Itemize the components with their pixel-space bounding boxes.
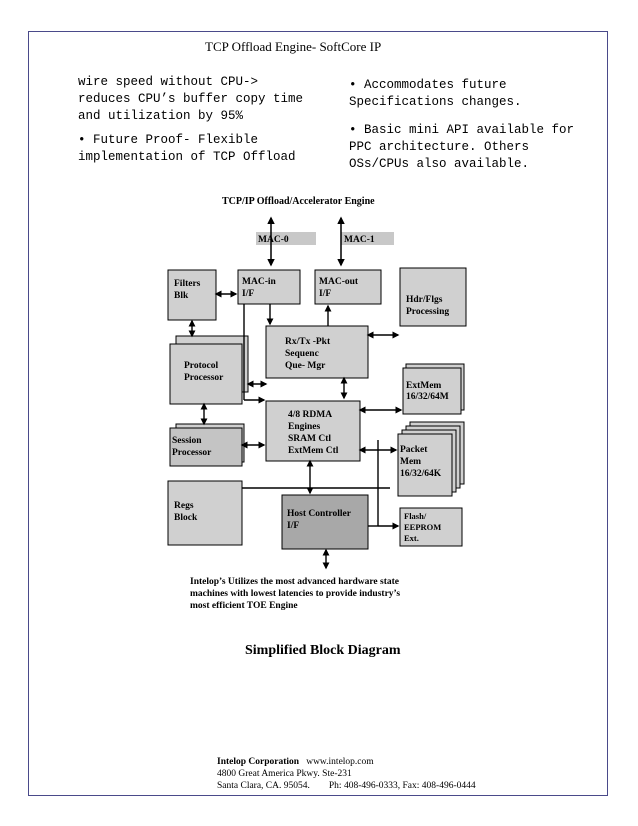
left-paragraph-2: • Future Proof- Flexible implementation … (78, 133, 296, 164)
svg-text:Processor: Processor (184, 373, 224, 383)
svg-text:Flash/: Flash/ (404, 511, 427, 521)
svg-text:EEPROM: EEPROM (404, 522, 441, 532)
svg-text:MAC-0: MAC-0 (258, 235, 289, 245)
svg-text:MAC-in: MAC-in (242, 277, 276, 287)
page-border (28, 31, 608, 796)
mac-out-block: MAC-out I/F (314, 269, 382, 305)
session-processor-block: Session Processor (169, 423, 245, 467)
svg-text:Protocol: Protocol (184, 361, 218, 371)
diagram-note-line-1: Intelop’s Utilizes the most advanced har… (190, 577, 399, 587)
mac0-block: MAC-0 (256, 232, 316, 245)
filters-block: Filters Blk (167, 269, 217, 321)
footer-company: Intelop Corporation (217, 757, 300, 767)
svg-text:Processing: Processing (406, 307, 449, 317)
svg-text:Regs: Regs (174, 501, 194, 511)
svg-text:Sequenc: Sequenc (285, 349, 319, 359)
svg-text:Engines: Engines (288, 422, 321, 432)
mac1-block: MAC-1 (341, 232, 394, 245)
diagram-connectors (188, 290, 403, 570)
svg-text:Filters: Filters (174, 279, 201, 289)
diagram-note-line-3: most efficient TOE Engine (190, 601, 298, 611)
footer-website[interactable]: www.intelop.com (306, 757, 374, 767)
svg-text:I/F: I/F (242, 289, 254, 299)
diagram-note-line-2: machines with lowest latencies to provid… (190, 589, 400, 599)
flash-eeprom-block: Flash/ EEPROM Ext. (399, 507, 463, 547)
svg-text:16/32/64M: 16/32/64M (406, 392, 449, 402)
svg-text:Ext.: Ext. (404, 533, 419, 543)
regs-block: Regs Block (167, 480, 243, 546)
svg-text:16/32/64K: 16/32/64K (400, 469, 442, 479)
diagram-caption: Simplified Block Diagram (245, 643, 401, 658)
svg-text:Session: Session (172, 436, 202, 446)
protocol-processor-block: Protocol Processor (169, 335, 249, 405)
svg-text:Hdr/Flgs: Hdr/Flgs (406, 295, 443, 305)
hdr-processing-block: Hdr/Flgs Processing (399, 267, 467, 327)
left-paragraph-1: wire speed without CPU-> reduces CPU’s b… (78, 75, 304, 123)
svg-text:MAC-out: MAC-out (319, 277, 359, 287)
svg-text:4/8 RDMA: 4/8 RDMA (288, 410, 332, 420)
svg-text:I/F: I/F (287, 521, 299, 531)
svg-text:ExtMem: ExtMem (406, 381, 441, 391)
host-controller-block: Host Controller I/F (281, 494, 369, 550)
svg-text:Blk: Blk (174, 291, 189, 301)
footer: Intelop Corporation www.intelop.com 4800… (217, 756, 476, 792)
footer-address-1: 4800 Great America Pkwy. Ste-231 (217, 769, 352, 779)
svg-text:Mem: Mem (400, 457, 421, 467)
svg-text:SRAM Ctl: SRAM Ctl (288, 434, 331, 444)
svg-text:Packet: Packet (400, 445, 428, 455)
svg-text:Rx/Tx -Pkt: Rx/Tx -Pkt (285, 337, 331, 347)
mac-in-block: MAC-in I/F (237, 269, 301, 305)
right-paragraph-1: • Accommodates future Specifications cha… (349, 78, 522, 109)
svg-text:I/F: I/F (319, 289, 331, 299)
page-header: TCP Offload Engine- SoftCore IP (205, 39, 382, 54)
right-paragraph-2: • Basic mini API available for PPC archi… (349, 123, 575, 171)
svg-text:Que- Mgr: Que- Mgr (285, 361, 326, 371)
footer-phone-fax: Ph: 408-496-0333, Fax: 408-496-0444 (328, 781, 476, 791)
svg-text:Host Controller: Host Controller (287, 509, 352, 519)
svg-text:Processor: Processor (172, 448, 212, 458)
packet-mem-block: Packet Mem 16/32/64K (397, 421, 465, 497)
footer-address-2: Santa Clara, CA. 95054. (217, 781, 310, 791)
svg-text:MAC-1: MAC-1 (344, 235, 375, 245)
rdma-engines-block: 4/8 RDMA Engines SRAM Ctl ExtMem Ctl (265, 400, 361, 462)
extmem-block: ExtMem 16/32/64M (402, 363, 465, 415)
block-diagram: TCP/IP Offload/Accelerator Engine MAC-0 … (167, 196, 467, 611)
svg-text:Block: Block (174, 513, 198, 523)
svg-text:ExtMem Ctl: ExtMem Ctl (288, 446, 339, 456)
diagram-title: TCP/IP Offload/Accelerator Engine (222, 196, 375, 207)
rxtx-queue-block: Rx/Tx -Pkt Sequenc Que- Mgr (265, 325, 369, 379)
